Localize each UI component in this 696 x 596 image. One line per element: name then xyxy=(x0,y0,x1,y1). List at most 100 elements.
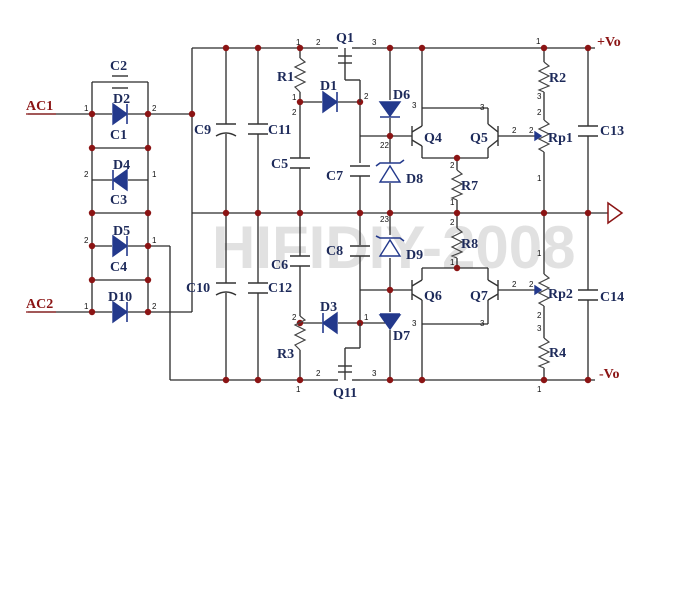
cap-c6 xyxy=(290,255,310,267)
svg-text:2: 2 xyxy=(292,108,297,117)
label-rp2: Rp2 xyxy=(548,287,573,302)
cap-c5 xyxy=(290,157,310,169)
label-d1: D1 xyxy=(320,79,337,94)
pot-rp1 xyxy=(534,119,551,153)
label-neg-vo: -Vo xyxy=(599,367,620,382)
watermark: HIFIDIY-2008 xyxy=(212,214,576,281)
diode-d6 xyxy=(378,101,402,118)
label-c9: C9 xyxy=(194,123,211,138)
svg-text:1: 1 xyxy=(537,174,542,183)
pot-rp2 xyxy=(534,273,551,307)
label-c4: C4 xyxy=(110,260,127,275)
svg-text:2: 2 xyxy=(84,170,89,179)
svg-text:2: 2 xyxy=(152,302,157,311)
svg-text:3: 3 xyxy=(480,319,485,328)
svg-text:1: 1 xyxy=(450,258,455,267)
cap-c14 xyxy=(578,289,598,301)
label-d8: D8 xyxy=(406,172,423,187)
svg-text:2: 2 xyxy=(529,280,534,289)
resistor-r7 xyxy=(450,169,464,201)
transistor-q4 xyxy=(411,125,423,147)
label-c14: C14 xyxy=(600,290,624,305)
svg-text:2: 2 xyxy=(529,126,534,135)
cap-c12 xyxy=(248,282,268,294)
label-d7: D7 xyxy=(393,329,410,344)
resistor-r1 xyxy=(293,57,307,93)
cap-c8 xyxy=(350,245,370,257)
label-q7: Q7 xyxy=(470,289,488,304)
label-r3: R3 xyxy=(277,347,294,362)
label-d9: D9 xyxy=(406,248,423,263)
junction-dots xyxy=(88,44,592,384)
transistor-q6 xyxy=(411,279,423,301)
svg-text:1: 1 xyxy=(537,385,542,394)
cap-c9 xyxy=(215,123,237,137)
label-r1: R1 xyxy=(277,70,294,85)
label-c6: C6 xyxy=(271,258,288,273)
label-c11: C11 xyxy=(268,123,291,138)
svg-text:1: 1 xyxy=(364,313,369,322)
svg-text:22: 22 xyxy=(380,141,389,150)
svg-text:3: 3 xyxy=(372,38,377,47)
ground-symbol xyxy=(607,201,624,225)
diode-d2 xyxy=(112,102,129,126)
svg-text:1: 1 xyxy=(296,38,301,47)
cap-c13 xyxy=(578,125,598,137)
label-d6: D6 xyxy=(393,88,410,103)
svg-text:3: 3 xyxy=(537,324,542,333)
svg-text:2: 2 xyxy=(450,161,455,170)
svg-text:2: 2 xyxy=(292,313,297,322)
svg-text:2: 2 xyxy=(84,236,89,245)
cap-c7 xyxy=(350,165,370,177)
label-d2: D2 xyxy=(113,92,130,107)
component-labels: AC1 AC2 +Vo -Vo C2 D2 C1 D4 C3 D5 C4 D10… xyxy=(26,31,624,401)
cap-c2 xyxy=(112,75,128,89)
svg-text:1: 1 xyxy=(152,236,157,245)
transistor-q11 xyxy=(330,323,361,381)
diode-d10 xyxy=(112,300,129,324)
zener-d8 xyxy=(375,159,405,183)
zener-d9 xyxy=(375,235,405,257)
label-r8: R8 xyxy=(461,237,478,252)
resistor-r4 xyxy=(537,337,551,369)
svg-text:1: 1 xyxy=(536,37,541,46)
diode-d5 xyxy=(112,234,129,258)
svg-text:2: 2 xyxy=(450,218,455,227)
resistor-r2 xyxy=(537,61,551,93)
svg-text:3: 3 xyxy=(412,101,417,110)
label-c12: C12 xyxy=(268,281,292,296)
svg-text:1: 1 xyxy=(84,104,89,113)
label-c2: C2 xyxy=(110,59,127,74)
resistor-r8 xyxy=(450,227,464,259)
transistor-q5 xyxy=(487,123,499,149)
label-r7: R7 xyxy=(461,179,478,194)
svg-text:1: 1 xyxy=(152,170,157,179)
svg-text:2: 2 xyxy=(152,104,157,113)
svg-text:2: 2 xyxy=(512,280,517,289)
svg-text:2: 2 xyxy=(316,369,321,378)
label-rp1: Rp1 xyxy=(548,131,573,146)
svg-text:1: 1 xyxy=(450,198,455,207)
svg-text:2: 2 xyxy=(512,126,517,135)
svg-text:23: 23 xyxy=(380,215,389,224)
label-r2: R2 xyxy=(549,71,566,86)
label-d4: D4 xyxy=(113,158,130,173)
svg-text:2: 2 xyxy=(316,38,321,47)
svg-text:2: 2 xyxy=(537,311,542,320)
transistor-q7 xyxy=(487,279,499,301)
label-c7: C7 xyxy=(326,169,343,184)
label-c13: C13 xyxy=(600,124,624,139)
svg-text:3: 3 xyxy=(480,103,485,112)
diode-d3 xyxy=(321,311,338,335)
label-c8: C8 xyxy=(326,244,343,259)
transistor-q1 xyxy=(330,47,361,102)
svg-text:1: 1 xyxy=(84,302,89,311)
label-q4: Q4 xyxy=(424,131,442,146)
label-q5: Q5 xyxy=(470,131,488,146)
diode-d7 xyxy=(378,313,402,331)
resistor-r3 xyxy=(293,315,307,351)
diode-d4 xyxy=(111,168,128,192)
label-q6: Q6 xyxy=(424,289,442,304)
